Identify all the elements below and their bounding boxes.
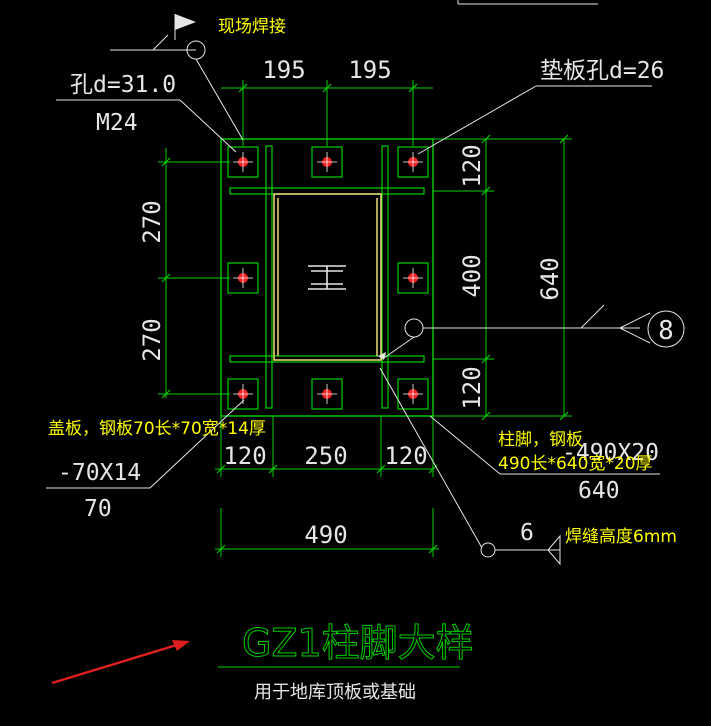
dim-bottom-total: 490 (304, 521, 347, 549)
dim-bottom-left: 120 (223, 442, 266, 470)
dim-left-bottom: 270 (138, 318, 166, 361)
dimension-lines (158, 80, 572, 557)
dim-right-total: 640 (536, 257, 564, 300)
column-section (273, 193, 382, 361)
washer-plate (311, 146, 343, 178)
dim-bottom-right: 120 (384, 442, 427, 470)
top-frame-fragment (457, 0, 598, 5)
weld-size-label: 6 (520, 520, 534, 546)
weld-height-label: 焊缝高度6mm (565, 527, 677, 547)
dim-bottom-mid: 250 (304, 442, 347, 470)
cover-plate-section: -70X14 (58, 460, 141, 486)
washer-hole-label: 垫板孔d=26 (540, 58, 664, 84)
bolt-size-label: M24 (96, 110, 138, 136)
i-beam-symbol (308, 265, 346, 290)
base-plate-width: 640 (578, 478, 620, 504)
detail-number: 8 (658, 316, 674, 346)
field-weld-flag (175, 14, 196, 30)
washer-plate (397, 378, 429, 410)
base-plate-title: 柱脚，钢板 (498, 430, 583, 450)
drawing-title: GZ1柱脚大样 (242, 621, 474, 665)
washer-plate (311, 378, 343, 410)
leader-arrow (378, 352, 386, 360)
field-weld-label: 现场焊接 (218, 17, 286, 37)
dim-right-top: 120 (458, 144, 486, 187)
subtitle: 用于地库顶板或基础 (254, 682, 416, 703)
dim-left-top: 270 (138, 200, 166, 243)
cover-plate-label: 盖板，钢板70长*70宽*14厚 (48, 419, 266, 439)
dimension-ticks (161, 83, 569, 554)
dim-top-right: 195 (348, 56, 391, 84)
cover-plate-width: 70 (84, 496, 112, 522)
dim-right-mid: 400 (458, 254, 486, 297)
leader-lines (46, 14, 685, 566)
washer-plate (397, 262, 429, 294)
anchor-bolts (227, 146, 429, 410)
dim-right-bottom: 120 (458, 366, 486, 409)
dim-top-left: 195 (262, 56, 305, 84)
washer-plate (397, 146, 429, 178)
red-pointer-arrow (51, 640, 190, 685)
base-plate-size: 490长*640宽*20厚 (498, 454, 653, 474)
hole-diameter-label: 孔d=31.0 (70, 72, 176, 98)
base-plate-section: -490X20 (562, 440, 659, 466)
